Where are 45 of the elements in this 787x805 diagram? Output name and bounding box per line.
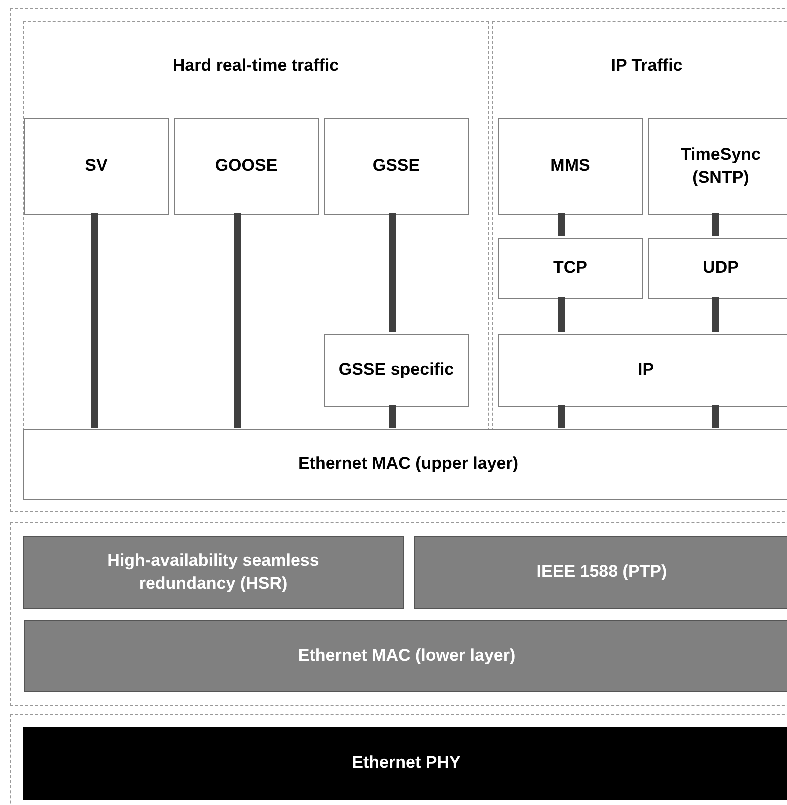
box-label: TimeSync (SNTP) — [680, 144, 762, 188]
dashed-frame — [10, 714, 787, 805]
dashed-group — [492, 21, 787, 431]
box-label: SV — [85, 155, 108, 178]
box-label: Ethernet MAC (lower layer) — [298, 644, 516, 667]
box-label: GOOSE — [215, 155, 278, 178]
dashed-frame — [10, 522, 787, 706]
connector-line — [712, 213, 720, 236]
protocol-box — [324, 118, 469, 215]
layer-box — [414, 536, 787, 609]
layer-box — [23, 536, 404, 609]
layer-box — [23, 429, 787, 500]
group-title: Hard real-time traffic — [172, 55, 340, 76]
box-label: GSSE specific — [338, 359, 454, 382]
connector-line — [558, 405, 566, 428]
box-label: IEEE 1588 (PTP) — [536, 561, 668, 584]
connector-line — [234, 213, 242, 428]
protocol-box — [24, 118, 169, 215]
protocol-box — [498, 238, 643, 299]
protocol-box — [174, 118, 319, 215]
connector-line — [390, 213, 396, 332]
box-label: IP — [638, 359, 654, 382]
protocol-box — [498, 118, 643, 215]
layer-box — [24, 620, 787, 692]
box-label: GSSE — [372, 155, 420, 178]
connector-line — [558, 297, 566, 332]
dashed-group — [23, 21, 489, 431]
protocol-box — [648, 238, 787, 299]
box-label: High-availability seamless redundancy (HSR) — [106, 550, 320, 594]
layer-box — [23, 727, 787, 800]
connector-line — [92, 213, 98, 428]
box-label: UDP — [703, 257, 739, 280]
box-label: Ethernet MAC (upper layer) — [298, 453, 519, 476]
group-title: IP Traffic — [610, 55, 684, 76]
connector-line — [558, 213, 566, 236]
connector-line — [390, 405, 396, 428]
box-label: MMS — [550, 155, 590, 178]
dashed-frame — [10, 8, 787, 512]
box-label: Ethernet PHY — [352, 752, 461, 774]
box-label: TCP — [554, 257, 588, 280]
connector-line — [712, 405, 720, 428]
protocol-box — [498, 334, 787, 407]
protocol-box — [648, 118, 787, 215]
protocol-box — [324, 334, 469, 407]
connector-line — [712, 297, 720, 332]
